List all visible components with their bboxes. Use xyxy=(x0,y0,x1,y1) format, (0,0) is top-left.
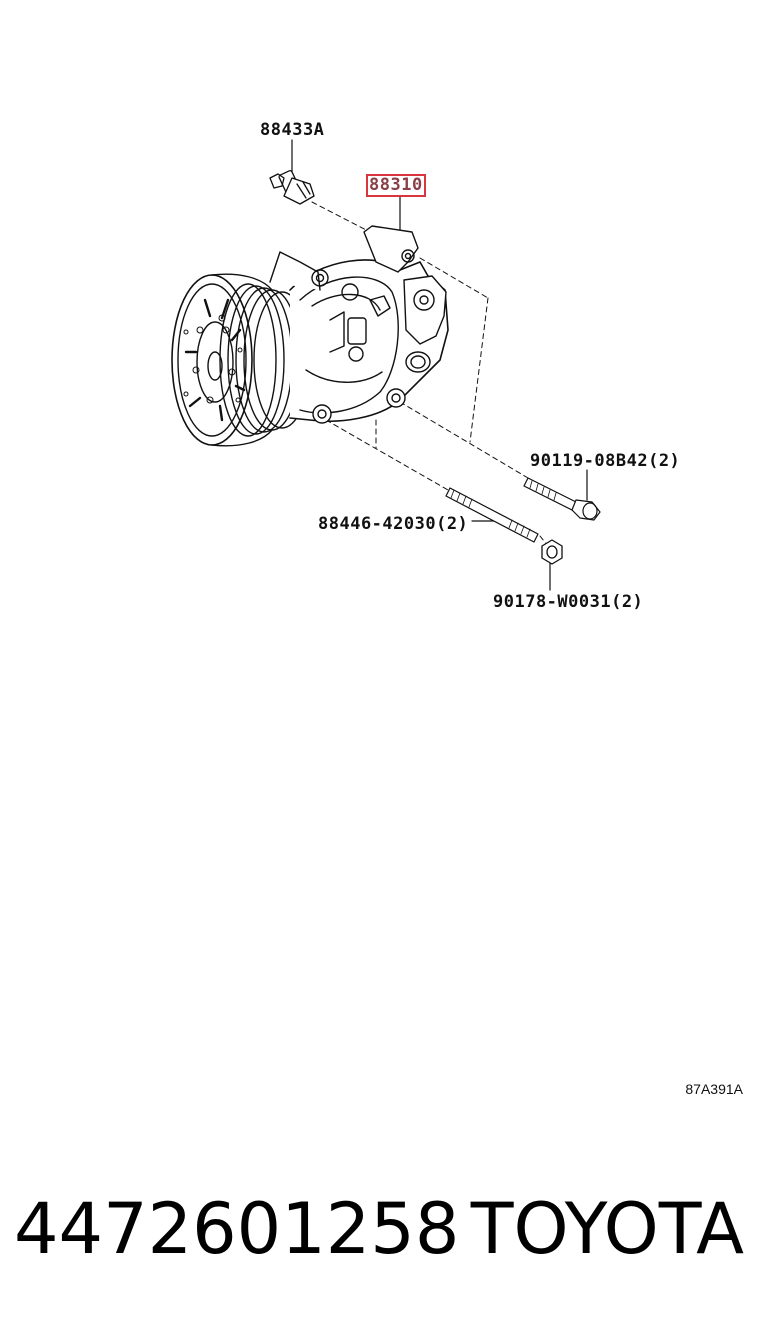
stud-88446-part xyxy=(445,487,539,543)
callout-88446[interactable]: 88446-42030(2) xyxy=(318,514,469,534)
callout-90178[interactable]: 90178-W0031(2) xyxy=(493,592,644,612)
footer-part-number: 4472601258 xyxy=(14,1188,460,1270)
callout-88433a[interactable]: 88433A xyxy=(260,120,325,140)
callout-88310-highlighted[interactable]: 88310 xyxy=(366,174,426,197)
compressor-exploded-view xyxy=(171,139,601,591)
callout-90119[interactable]: 90119-08B42(2) xyxy=(530,451,681,471)
nut-90178-part xyxy=(541,539,563,565)
compressor-body-part xyxy=(171,225,449,447)
pressure-switch-part xyxy=(269,169,315,205)
figure-code: 87A391A xyxy=(685,1081,743,1097)
footer-brand: TOYOTA xyxy=(470,1188,744,1270)
leader-lines xyxy=(291,139,588,591)
bolt-90119-part xyxy=(523,477,601,521)
assembly-dash-lines xyxy=(311,201,549,547)
